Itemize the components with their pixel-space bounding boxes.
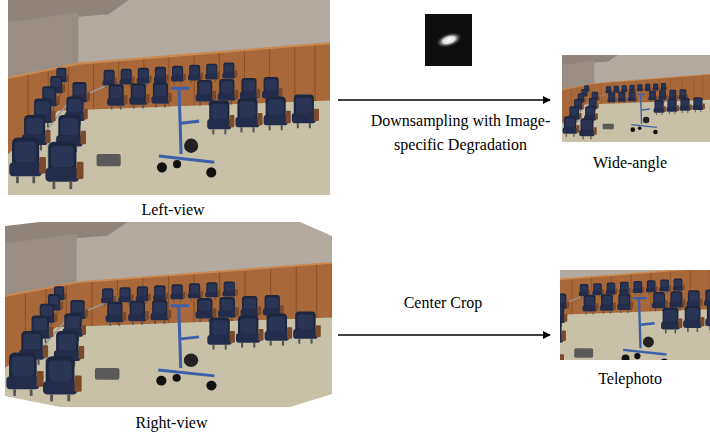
process-arrow xyxy=(338,334,550,336)
telephoto-photo xyxy=(505,231,710,380)
blur-kernel xyxy=(425,14,472,66)
image-caption: Right-view xyxy=(136,413,208,433)
rectify-corner xyxy=(5,396,60,407)
arrow-label: Downsampling with Image-specific Degrada… xyxy=(371,112,551,153)
rectify-corner xyxy=(290,394,332,407)
right-view-photo xyxy=(5,222,332,407)
wide-angle-photo xyxy=(562,55,710,142)
image-node: Wide-angle xyxy=(550,55,710,173)
left-view-photo xyxy=(8,0,330,195)
rectify-corner xyxy=(5,222,40,226)
rectify-corner xyxy=(300,222,332,236)
image-node: Telephoto xyxy=(550,270,710,389)
arrow-label: Center Crop xyxy=(404,294,483,311)
image-node: Left-view xyxy=(8,0,338,220)
image-caption: Left-view xyxy=(141,200,204,220)
image-node: Right-view xyxy=(5,222,338,433)
process-arrow xyxy=(338,99,550,101)
image-caption: Telephoto xyxy=(598,369,662,389)
image-caption: Wide-angle xyxy=(593,153,667,173)
